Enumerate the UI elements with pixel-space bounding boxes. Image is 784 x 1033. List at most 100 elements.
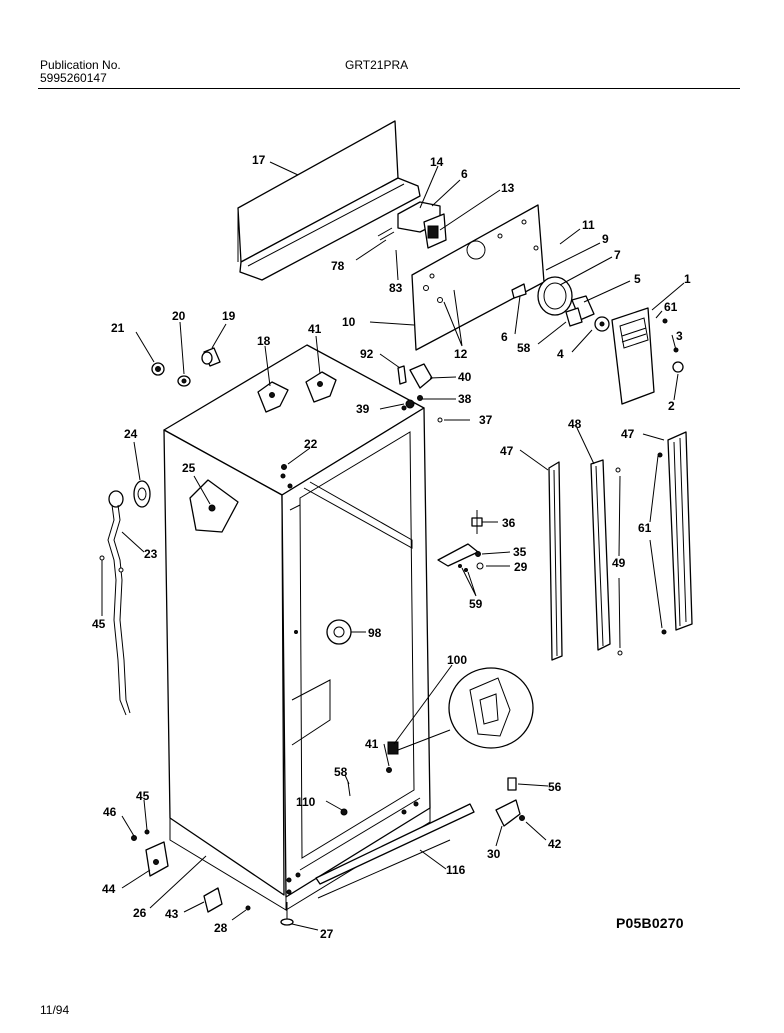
part-hinge-bracket-41 <box>305 371 337 403</box>
callout-3: 3 <box>676 329 683 343</box>
part-light-housing <box>611 307 655 405</box>
callout-39: 39 <box>356 402 370 416</box>
callout-30: 30 <box>487 847 501 861</box>
part-screw-41 <box>386 767 392 773</box>
part-clip-78 <box>377 227 395 241</box>
part-bulb-socket <box>662 318 684 373</box>
part-evaporator-cover <box>411 204 545 351</box>
callout-36-top: 36 <box>502 516 516 530</box>
callout-47-left: 47 <box>500 444 514 458</box>
callout-26: 26 <box>133 906 147 920</box>
callout-41-top: 41 <box>308 322 322 336</box>
callout-22: 22 <box>304 437 318 451</box>
callout-61-top: 61 <box>664 300 678 314</box>
callout-6: 6 <box>501 330 508 344</box>
header-divider <box>38 88 740 89</box>
callout-10: 10 <box>342 315 356 329</box>
callout-labels: 17 14 6 13 78 83 10 12 11 9 7 5 1 61 3 2… <box>92 153 691 941</box>
callout-28: 28 <box>214 921 228 935</box>
callout-38: 38 <box>458 392 472 406</box>
part-screw-28 <box>245 905 251 911</box>
callout-8: 6 <box>461 167 468 181</box>
callout-13: 13 <box>501 181 515 195</box>
callout-43: 43 <box>165 907 179 921</box>
callout-12: 12 <box>454 347 468 361</box>
part-toe-grille-116 <box>315 803 475 899</box>
callout-98: 98 <box>368 626 382 640</box>
callout-59: 59 <box>469 597 483 611</box>
callout-42: 42 <box>548 837 562 851</box>
callout-78: 78 <box>331 259 345 273</box>
callout-25: 25 <box>182 461 196 475</box>
part-bottom-hinge-30 <box>495 799 525 827</box>
callout-18: 18 <box>257 334 271 348</box>
callout-11: 11 <box>582 218 595 232</box>
publication-date: 11/94 <box>40 1003 70 1017</box>
callout-29: 29 <box>514 560 528 574</box>
part-screw-110 <box>340 808 348 816</box>
callout-27: 27 <box>320 927 334 941</box>
callout-92: 92 <box>360 347 374 361</box>
callout-58-top: 58 <box>517 341 531 355</box>
part-bracket-43 <box>203 887 223 913</box>
callout-20: 20 <box>172 309 186 323</box>
part-leveling-leg-27 <box>280 902 294 926</box>
callout-116: 116 <box>446 863 466 877</box>
part-top-shelf <box>237 120 421 281</box>
part-strip-48 <box>590 459 623 656</box>
callout-47-right: 47 <box>621 427 635 441</box>
part-fan-blade <box>594 316 610 332</box>
part-thermostat-bracket <box>397 201 447 249</box>
part-grommet-20 <box>177 375 191 387</box>
callout-49: 49 <box>612 556 626 570</box>
callout-2: 2 <box>668 399 675 413</box>
callout-1: 1 <box>684 272 691 286</box>
publication-number: 5995260147 <box>40 71 107 85</box>
callout-100: 100 <box>447 653 467 667</box>
part-top-hinge <box>397 363 443 423</box>
figure-reference: P05B0270 <box>616 915 684 931</box>
callout-19: 19 <box>222 309 236 323</box>
part-gasket-47-left <box>548 461 563 661</box>
callout-110: 110 <box>296 795 316 809</box>
callout-5: 5 <box>634 272 641 286</box>
part-nut-21 <box>151 362 165 376</box>
publication-label: Publication No. <box>40 58 121 72</box>
callout-45-left: 45 <box>92 617 106 631</box>
callout-9: 9 <box>602 232 609 246</box>
callout-41-bottom: 41 <box>365 737 379 751</box>
part-detail-inset <box>387 667 534 755</box>
part-cabinet <box>163 344 431 911</box>
part-screw-58 <box>347 781 351 797</box>
part-gasket-47-right <box>657 431 693 635</box>
part-door-stop-rod-23 <box>99 490 131 716</box>
leader-lines <box>101 161 685 931</box>
callout-48: 48 <box>568 417 582 431</box>
callout-24: 24 <box>124 427 138 441</box>
part-hinge-pin-36 <box>471 510 483 534</box>
callout-4: 4 <box>557 347 564 361</box>
callout-7: 7 <box>614 248 621 262</box>
part-plug-19 <box>201 347 221 367</box>
callout-45-bottom: 45 <box>136 789 150 803</box>
part-fan-motor <box>565 295 595 327</box>
part-side-bracket-25 <box>189 479 239 533</box>
model-number: GRT21PRA <box>345 58 409 72</box>
callout-58-bottom: 58 <box>334 765 348 779</box>
callout-83: 83 <box>389 281 403 295</box>
callout-40: 40 <box>458 370 472 384</box>
callout-44: 44 <box>102 882 116 896</box>
part-fan-shroud <box>511 276 573 316</box>
callout-56: 56 <box>548 780 562 794</box>
callout-35: 35 <box>513 545 527 559</box>
part-pin-56 <box>507 777 517 791</box>
part-middle-hinge-35 <box>437 543 484 572</box>
callout-14: 14 <box>430 155 444 169</box>
callout-21: 21 <box>111 321 125 335</box>
part-hinge-44 <box>131 829 169 877</box>
callout-46: 46 <box>103 805 117 819</box>
callout-61-right: 61 <box>638 521 652 535</box>
callout-37: 37 <box>479 413 493 427</box>
callout-23: 23 <box>144 547 158 561</box>
